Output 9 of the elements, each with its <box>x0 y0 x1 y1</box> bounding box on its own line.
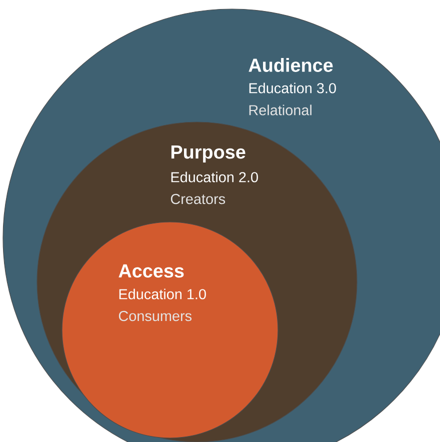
subtitle: Education 3.0 <box>249 82 336 94</box>
heading: Audience <box>248 58 333 72</box>
description: Creators <box>170 194 226 204</box>
description: Relational <box>249 104 312 116</box>
subtitle: Education 2.0 <box>171 172 258 182</box>
heading: Purpose <box>171 146 246 162</box>
description: Consumers <box>118 310 192 322</box>
subtitle: Education 1.0 <box>119 288 206 300</box>
heading: Access <box>118 264 184 278</box>
